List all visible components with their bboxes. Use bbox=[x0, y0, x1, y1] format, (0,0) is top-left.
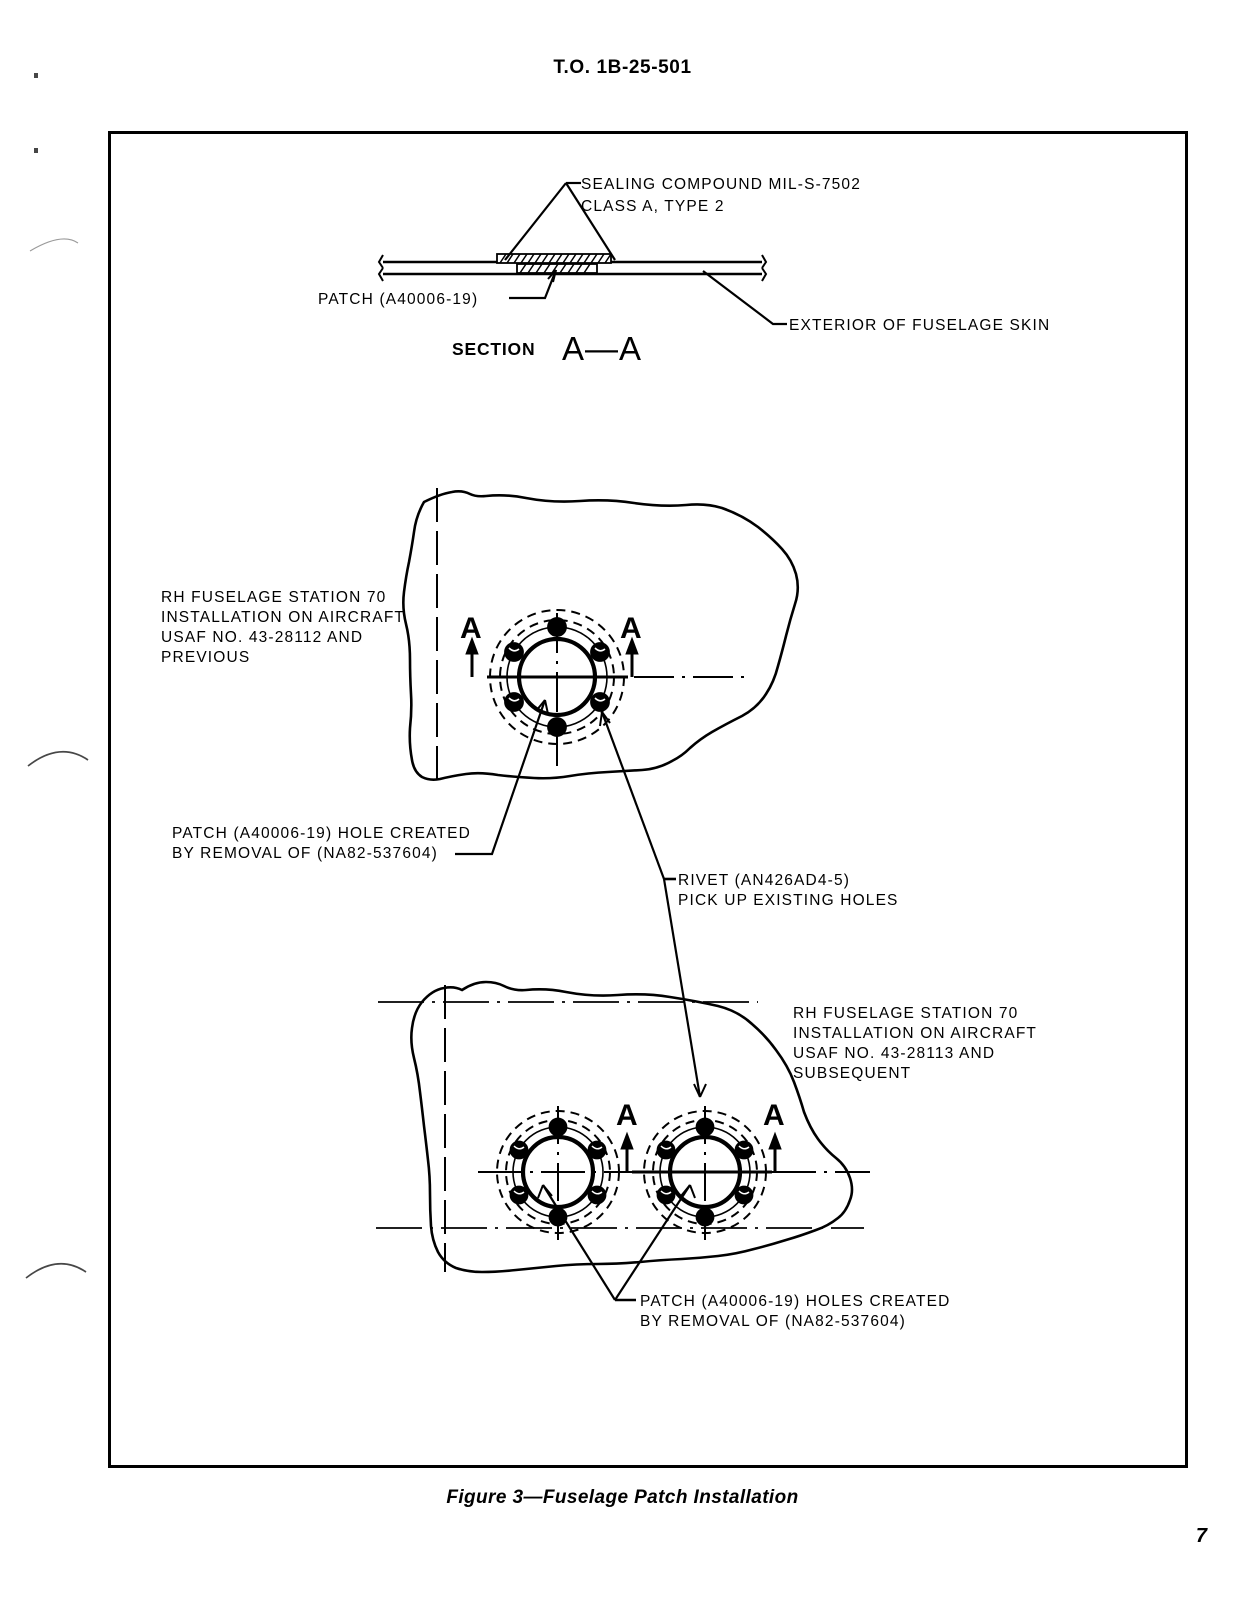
page-header: T.O. 1B-25-501 bbox=[553, 57, 692, 78]
page-number: 7 bbox=[1195, 1525, 1207, 1547]
scan-artifacts bbox=[25, 73, 89, 1279]
figure-caption: Figure 3—Fuselage Patch Installation bbox=[446, 1487, 799, 1508]
figure-border-frame bbox=[108, 131, 1188, 1468]
